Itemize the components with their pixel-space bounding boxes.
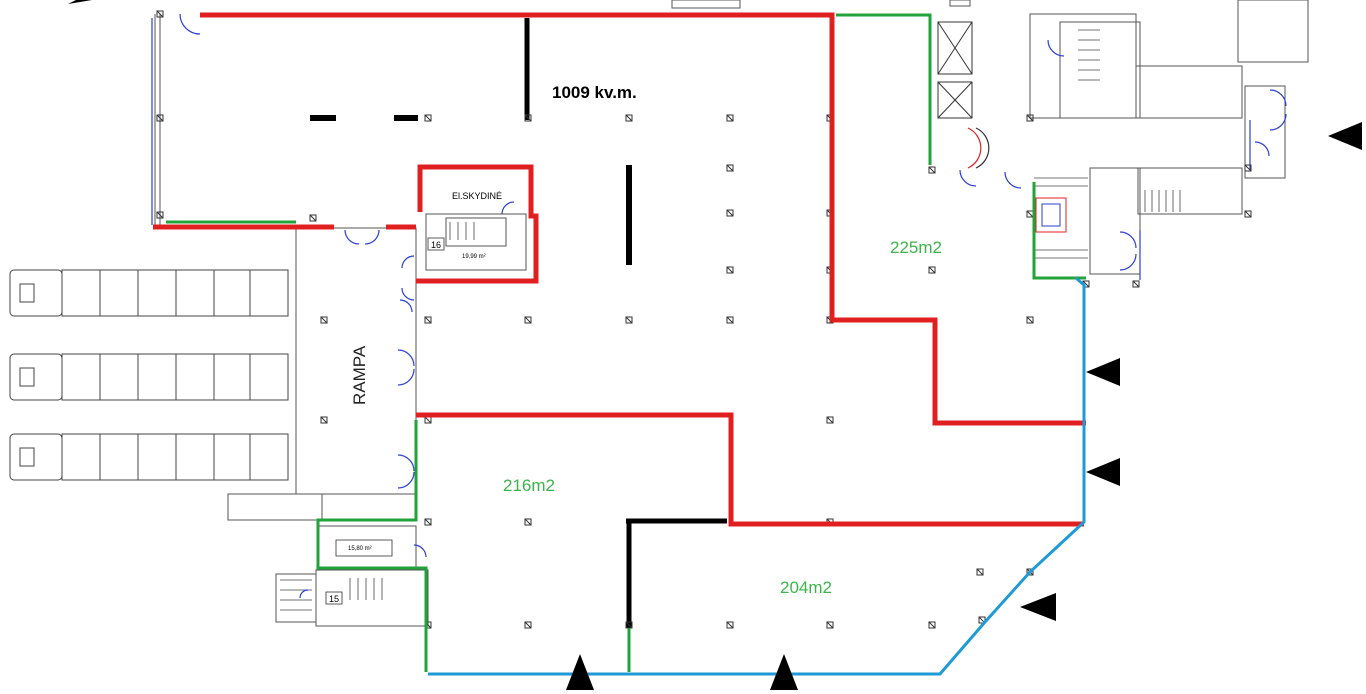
- column-icon: [726, 114, 734, 122]
- small-room-box: [335, 539, 393, 557]
- column-icon: [726, 266, 734, 274]
- column-icon: [524, 316, 532, 324]
- column-icon: [156, 211, 164, 219]
- plan-outline: [154, 0, 1309, 627]
- column-icon: [524, 621, 532, 629]
- column-icon: [156, 114, 164, 122]
- area-204-label: 204m2: [780, 578, 832, 597]
- column-icon: [424, 518, 432, 526]
- entrance-arrow-icon: [566, 654, 594, 690]
- column-icon: [1026, 568, 1034, 576]
- entrance-arrow-icon: [770, 654, 798, 690]
- small-room-area: 15,80 m²: [348, 546, 372, 552]
- room-16-box: [427, 237, 445, 251]
- rampa-label: RAMPA: [350, 345, 369, 405]
- entrance-arrow-icon: [68, 0, 92, 4]
- revolving-door: [967, 127, 990, 169]
- column-icon: [726, 316, 734, 324]
- column-icon: [1244, 164, 1252, 172]
- column-icon: [320, 416, 328, 424]
- column-icon: [320, 316, 328, 324]
- room-15-number: 15: [329, 594, 339, 604]
- door-swings: [179, 13, 1287, 599]
- column-icon: [726, 621, 734, 629]
- column-icon: [928, 166, 936, 174]
- black-walls: [310, 18, 727, 628]
- truck-3: [9, 433, 289, 481]
- room-15-box: [325, 591, 343, 605]
- stairs-hatching: [280, 29, 1181, 611]
- column-icon: [976, 568, 984, 576]
- column-icon: [826, 416, 834, 424]
- column-icon: [1132, 280, 1140, 288]
- elevator-boxes: [937, 21, 1067, 233]
- blue-boundary: [428, 276, 1086, 676]
- column-icon: [625, 114, 633, 122]
- column-icon: [424, 114, 432, 122]
- column-icon: [156, 10, 164, 18]
- room-16-number: 16: [431, 240, 441, 250]
- room-16-area: 19,99 m²: [462, 254, 486, 260]
- red-boundary: [153, 12, 1086, 527]
- column-icon: [928, 621, 936, 629]
- column-icon: [625, 316, 633, 324]
- column-icon: [928, 266, 936, 274]
- blue-window-wall: [151, 18, 1251, 280]
- column-icon: [1026, 114, 1034, 122]
- column-icon: [826, 621, 834, 629]
- area-216-label: 216m2: [503, 476, 555, 495]
- green-boundary: [166, 13, 1086, 672]
- el-skydine-label: El.SKYDINĖ: [452, 191, 502, 201]
- entrance-arrow-icon: [1086, 358, 1120, 386]
- column-icon: [309, 214, 317, 222]
- entrance-arrow-icon: [1328, 122, 1362, 150]
- column-icon: [1244, 210, 1252, 218]
- column-icon: [524, 114, 532, 122]
- entrance-arrows: [68, 0, 1362, 690]
- truck-2: [9, 353, 289, 401]
- truck-1: [9, 269, 289, 317]
- column-icon: [424, 316, 432, 324]
- column-icon: [1026, 316, 1034, 324]
- column-icon: [524, 518, 532, 526]
- area-225-label: 225m2: [890, 238, 942, 257]
- entrance-arrow-icon: [1020, 593, 1056, 621]
- column-icon: [726, 164, 734, 172]
- column-icon: [726, 209, 734, 217]
- entrance-arrow-icon: [1086, 458, 1120, 486]
- main-area-label: 1009 kv.m.: [552, 83, 637, 102]
- columns: [156, 10, 1252, 629]
